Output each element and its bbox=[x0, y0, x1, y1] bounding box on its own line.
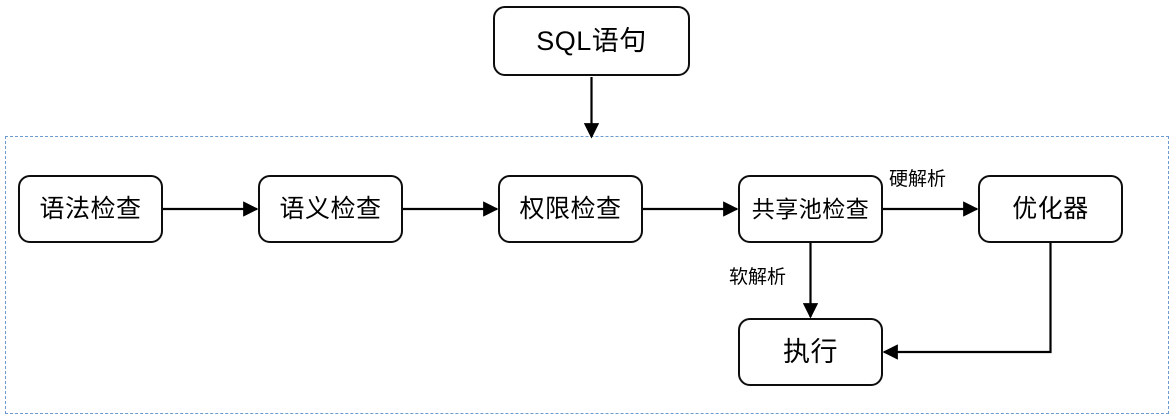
edge-label-soft-parse: 软解析 bbox=[729, 267, 787, 288]
node-optimizer-label: 优化器 bbox=[1012, 194, 1089, 223]
node-syntax-check-label: 语法检查 bbox=[39, 194, 142, 223]
node-sql-statement[interactable]: SQL语句 bbox=[493, 6, 690, 76]
node-privilege-check[interactable]: 权限检查 bbox=[498, 175, 643, 243]
node-shared-pool-check-label: 共享池检查 bbox=[751, 195, 870, 222]
node-semantic-check[interactable]: 语义检查 bbox=[258, 175, 403, 243]
node-privilege-check-label: 权限检查 bbox=[519, 194, 622, 223]
node-execute-label: 执行 bbox=[783, 336, 838, 367]
edge-label-hard-parse: 硬解析 bbox=[889, 169, 947, 190]
node-sql-statement-label: SQL语句 bbox=[536, 25, 647, 56]
node-execute[interactable]: 执行 bbox=[738, 318, 883, 386]
node-shared-pool-check[interactable]: 共享池检查 bbox=[738, 175, 883, 243]
node-semantic-check-label: 语义检查 bbox=[279, 194, 382, 223]
node-syntax-check[interactable]: 语法检查 bbox=[18, 175, 163, 243]
node-optimizer[interactable]: 优化器 bbox=[978, 175, 1123, 243]
